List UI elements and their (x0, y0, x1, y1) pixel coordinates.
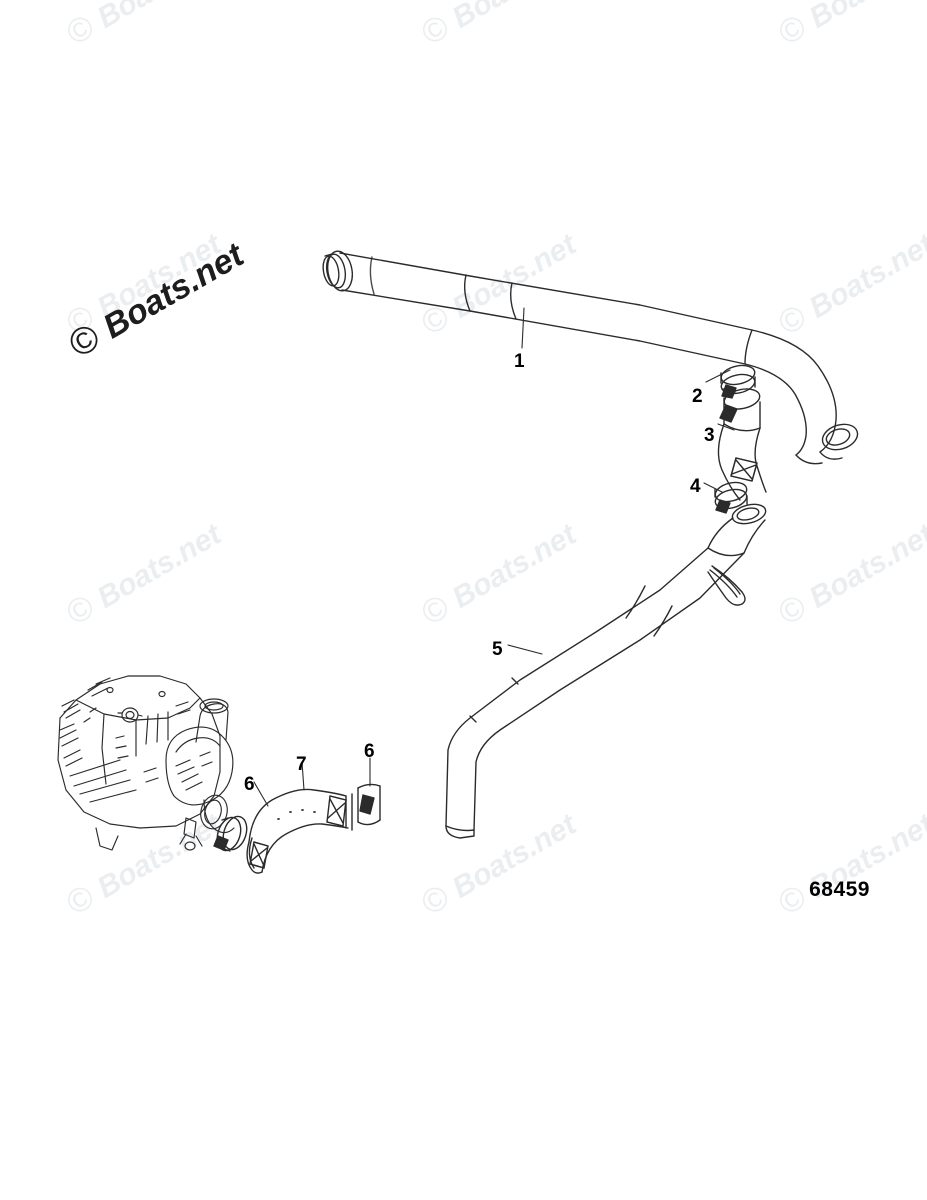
callout-7[interactable]: 7 (296, 754, 307, 775)
callout-1[interactable]: 1 (514, 351, 525, 372)
callout-6b[interactable]: 6 (364, 741, 375, 762)
callout-leader-lines (253, 307, 735, 807)
callout-2[interactable]: 2 (692, 386, 703, 407)
callout-3[interactable]: 3 (704, 425, 715, 446)
part-3-short-hose (717, 388, 767, 501)
part-4-hose-clamp (714, 481, 748, 514)
part-1-long-upper-hose (322, 250, 859, 465)
part-6-left-hose-clamp (213, 815, 248, 852)
part-2-hose-clamp (720, 364, 756, 399)
callout-5[interactable]: 5 (492, 639, 503, 660)
engine-transmission-assembly (57, 675, 235, 851)
part-5-long-lower-hose (445, 503, 767, 839)
part-6-right-hose-clamp (357, 783, 381, 826)
part-7-elbow-hose (246, 788, 353, 874)
callout-6a[interactable]: 6 (244, 774, 255, 795)
diagram-number: 68459 (809, 878, 870, 901)
callout-4[interactable]: 4 (690, 476, 701, 497)
